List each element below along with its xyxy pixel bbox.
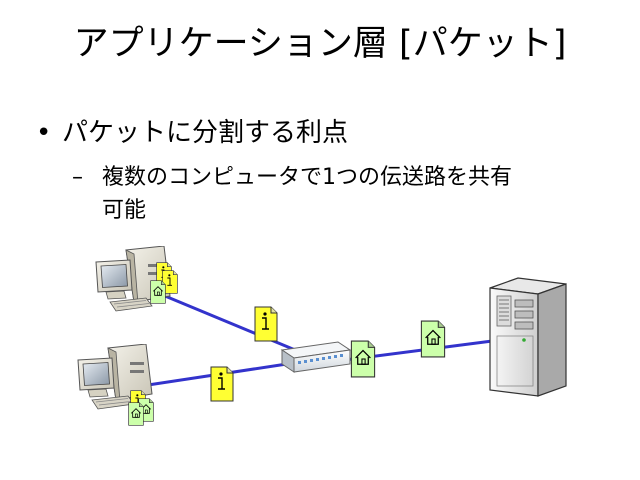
sub-bullet-text-line2: 可能 <box>102 198 147 223</box>
info-packet-icon <box>210 366 234 402</box>
slide-title: アプリケーション層 [パケット] <box>73 24 567 64</box>
link-line <box>164 294 301 354</box>
bullet-marker: • <box>36 118 52 148</box>
sub-bullet-item: –複数のコンピュータで1つの伝送路を共有 <box>72 164 512 192</box>
info-packet-icon <box>254 306 278 342</box>
home-packet-icon <box>420 320 446 358</box>
bullet-item: • パケットに分割する利点 <box>36 116 348 150</box>
network-hub-icon <box>280 341 352 373</box>
home-packet-icon <box>350 340 376 378</box>
sub-bullet-marker: – <box>72 165 83 190</box>
bullet-text: パケットに分割する利点 <box>62 118 349 148</box>
sub-bullet-text-line1: 複数のコンピュータで1つの伝送路を共有 <box>102 165 512 190</box>
tower-server-icon <box>489 277 567 397</box>
desktop-computer-icon <box>77 344 154 426</box>
desktop-computer-icon <box>95 246 178 312</box>
